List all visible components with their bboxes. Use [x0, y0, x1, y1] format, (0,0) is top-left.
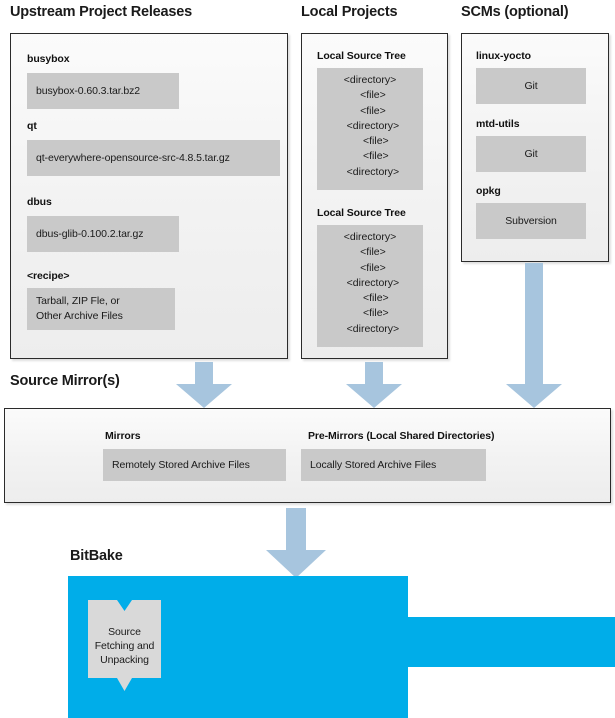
mirrors-label: Mirrors: [105, 430, 141, 442]
source-fetching-unpacking-task: Source Fetching and Unpacking: [88, 600, 161, 691]
local-source-tree-label-2: Local Source Tree: [317, 207, 406, 219]
local-source-tree-label-1: Local Source Tree: [317, 50, 406, 62]
upstream-item-value-busybox: busybox-0.60.3.tar.bz2: [27, 73, 179, 109]
upstream-item-label-busybox: busybox: [27, 53, 70, 65]
scms-item-value-opkg: Subversion: [476, 203, 586, 239]
arrow-upstream-to-mirrors: [176, 362, 232, 408]
source-fetching-unpacking-label: Source Fetching and Unpacking: [88, 600, 161, 691]
scms-item-value-mtd-utils: Git: [476, 136, 586, 172]
recipe-value-line-2: Other Archive Files: [36, 310, 123, 322]
task-line-1: Source: [108, 625, 141, 638]
upstream-item-value-dbus: dbus-glib-0.100.2.tar.gz: [27, 216, 179, 252]
source-mirrors-section-title: Source Mirror(s): [10, 373, 120, 389]
recipe-value-line-1: Tarball, ZIP Fle, or: [36, 295, 120, 307]
upstream-item-label-qt: qt: [27, 120, 37, 132]
bitbake-process-shape: [68, 576, 615, 718]
upstream-item-label-dbus: dbus: [27, 196, 52, 208]
scms-item-label-opkg: opkg: [476, 185, 501, 197]
upstream-item-label-recipe: <recipe>: [27, 270, 70, 282]
upstream-section-title: Upstream Project Releases: [10, 4, 192, 20]
pre-mirrors-value: Locally Stored Archive Files: [301, 449, 486, 481]
scms-item-label-linux-yocto: linux-yocto: [476, 50, 531, 62]
local-projects-section-title: Local Projects: [301, 4, 398, 20]
task-line-3: Unpacking: [100, 653, 149, 666]
upstream-item-value-qt: qt-everywhere-opensource-src-4.8.5.tar.g…: [27, 140, 280, 176]
arrow-scms-to-mirrors: [506, 263, 562, 408]
scms-item-label-mtd-utils: mtd-utils: [476, 118, 520, 130]
upstream-item-value-recipe: Tarball, ZIP Fle, or Other Archive Files: [27, 288, 175, 330]
mirrors-value: Remotely Stored Archive Files: [103, 449, 286, 481]
arrow-local-projects-to-mirrors: [346, 362, 402, 408]
local-source-tree-content-1: <directory> <file> <file> <directory> <f…: [317, 68, 423, 190]
arrow-mirrors-to-bitbake: [266, 508, 326, 578]
scms-item-value-linux-yocto: Git: [476, 68, 586, 104]
pre-mirrors-label: Pre-Mirrors (Local Shared Directories): [308, 430, 495, 442]
task-line-2: Fetching and: [94, 639, 155, 652]
bitbake-section-title: BitBake: [70, 548, 123, 564]
local-source-tree-content-2: <directory> <file> <file> <directory> <f…: [317, 225, 423, 347]
scms-section-title: SCMs (optional): [461, 4, 569, 20]
